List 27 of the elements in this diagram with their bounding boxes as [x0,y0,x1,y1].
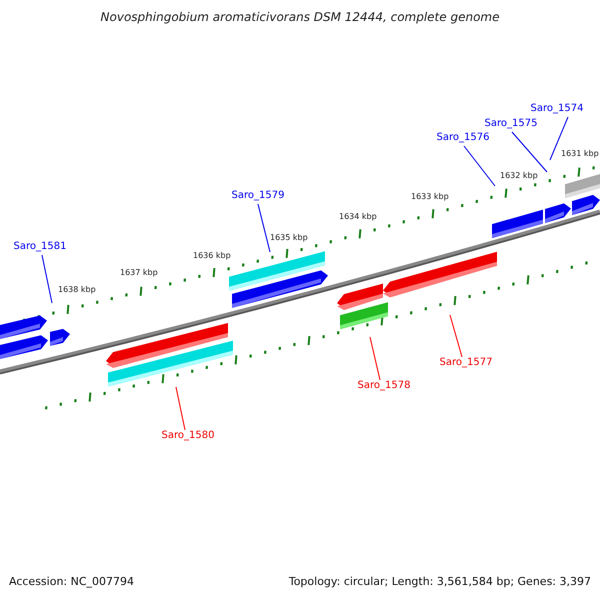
scale-label: 1634 kbp [339,212,377,221]
leader-line [512,132,548,172]
genome-summary: Topology: circular; Length: 3,561,584 bp; Genes: 3,397 [288,575,591,588]
scale-label: 1633 kbp [411,192,449,201]
scale-label: 1635 kbp [270,233,308,242]
leader-line [370,336,380,380]
gene-label: Saro_1575 [484,118,538,129]
scale-label: 1631 kbp [561,149,599,158]
leader-line [550,116,568,160]
title: Novosphingobium aromaticivorans DSM 12444, complete genome [100,10,500,24]
scale-label: 1632 kbp [500,171,538,180]
accession-text: Accession: NC_007794 [9,575,134,588]
gene-label: Saro_1579 [232,190,284,201]
gene-label: Saro_1580 [162,430,214,441]
leader-line [258,204,270,252]
gene-label: Saro_1581 [14,241,66,252]
scale-label: 1636 kbp [193,251,231,260]
leader-line [42,254,52,304]
gene-label: Saro_1578 [358,380,410,391]
scale-label: 1638 kbp [58,285,96,294]
leader-line [176,386,186,430]
scale-label: 1637 kbp [120,268,158,277]
gene-label: Saro_1574 [530,103,584,114]
leader-line [464,146,496,186]
gene-label: Saro_1576 [436,132,490,143]
gene-label: Saro_1577 [440,357,492,368]
leader-line [450,314,462,358]
